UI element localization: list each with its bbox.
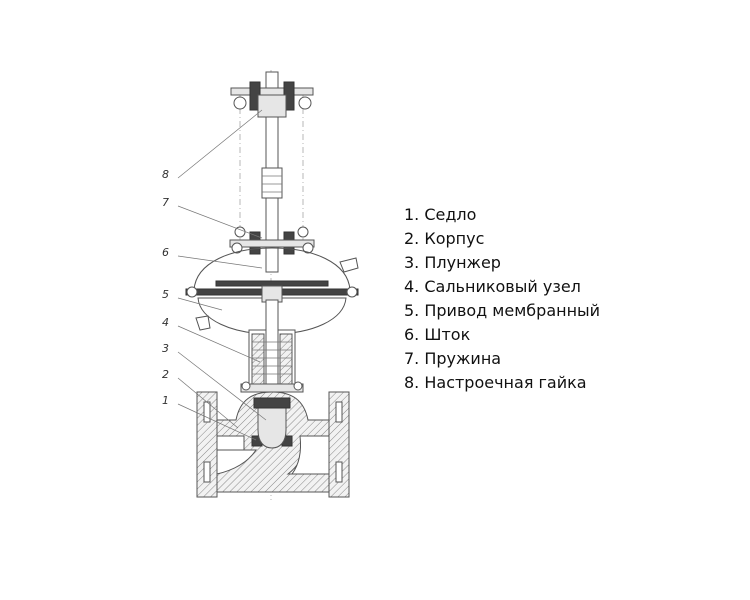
leader-line-8 (177, 109, 263, 179)
callout-7: 7 (162, 196, 169, 209)
leader-line-1 (177, 403, 257, 441)
legend-item-body: 2. Корпус (404, 229, 485, 248)
legend-item-seat: 1. Седло (404, 205, 477, 224)
leader-line-5 (177, 297, 223, 311)
legend-item-adjusting-nut: 8. Настроечная гайка (404, 373, 587, 392)
callout-2: 2 (162, 368, 169, 381)
leader-line-6 (177, 255, 263, 269)
legend-item-gland: 4. Сальниковый узел (404, 277, 581, 296)
callout-3: 3 (162, 342, 169, 355)
legend-item-actuator: 5. Привод мембранный (404, 301, 601, 320)
leader-line-3 (177, 351, 267, 421)
legend-item-spring: 7. Пружина (404, 349, 502, 368)
membrane-actuator (185, 247, 359, 335)
callout-4: 4 (162, 316, 169, 329)
parts-legend: 1. Седло 2. Корпус 3. Плунжер 4. Сальник… (404, 203, 600, 395)
leader-line-4 (177, 325, 261, 363)
leader-line-2 (177, 377, 239, 429)
callout-5: 5 (162, 288, 169, 301)
spring-plate-assembly (229, 226, 315, 255)
valve-body (196, 391, 350, 498)
leader-line-7 (177, 205, 263, 239)
callout-1: 1 (162, 394, 169, 407)
legend-item-plunger: 3. Плунжер (404, 253, 501, 272)
callout-8: 8 (162, 168, 169, 181)
callout-6: 6 (162, 246, 169, 259)
legend-item-stem: 6. Шток (404, 325, 471, 344)
gland-assembly (240, 299, 304, 401)
adjusting-nut-assembly (230, 71, 314, 273)
